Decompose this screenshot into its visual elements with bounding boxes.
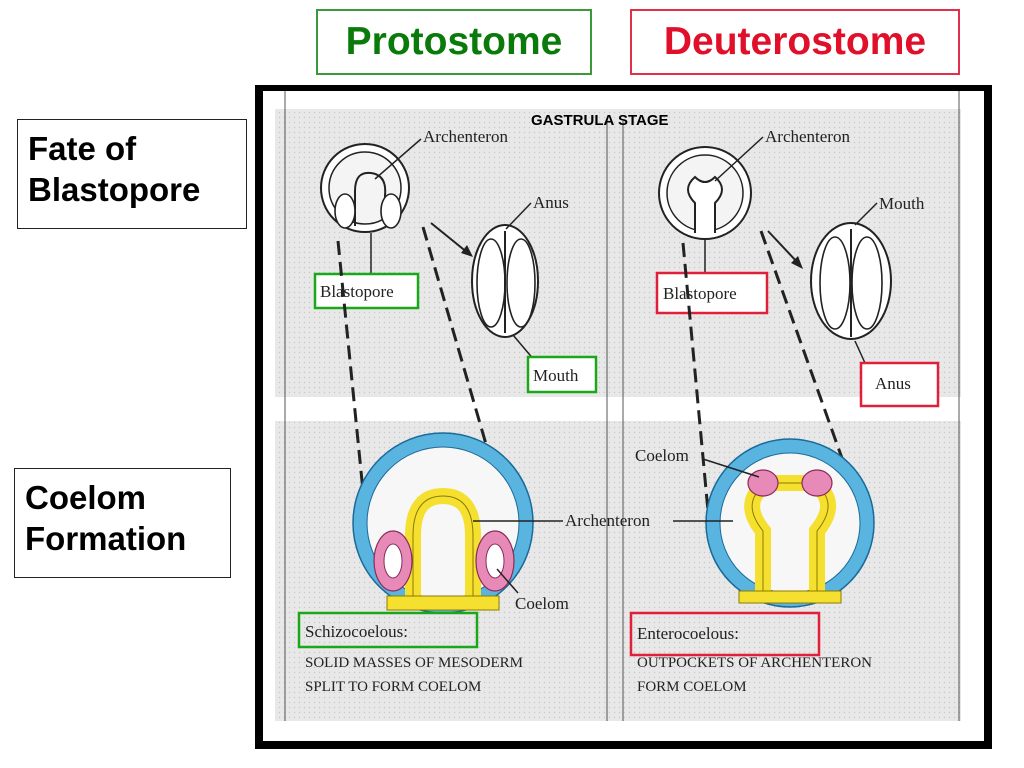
deut-caption-line2: FORM COELOM [637,679,747,695]
fate-line2: Blastopore [28,171,201,208]
protostome-header: Protostome [316,9,592,75]
proto-blastopore-label: Blastopore [320,282,394,301]
proto-mouth-label: Mouth [533,366,579,385]
proto-anus-label: Anus [533,193,569,212]
deut-anus-label: Anus [875,374,911,393]
deut-caption: Enterocoelous: OUTPOCKETS OF ARCHENTERON… [629,611,872,695]
proto-caption-title: Schizocoelous: [305,622,408,641]
proto-blastopore-box: Blastopore [313,272,420,310]
proto-caption-line1: SOLID MASSES OF MESODERM [305,655,523,671]
coelom-formation-label: Coelom Formation [14,468,231,578]
deut-larva [810,222,892,340]
fate-line1: Fate of [28,130,137,167]
deut-anus-box: Anus [859,361,940,408]
deut-blastopore-label: Blastopore [663,284,737,303]
proto-archenteron-center-label: Archenteron [565,511,650,530]
figure-svg: GASTRULA STAGE Archenteron Blastopore An… [263,91,984,741]
deut-archenteron-label: Archenteron [765,127,850,146]
coelom-line1: Coelom [25,479,147,516]
fate-of-blastopore-label: Fate of Blastopore [17,119,247,229]
proto-coelom-label: Coelom [515,594,569,613]
proto-coelom-embryo [352,432,534,614]
proto-mouth-box: Mouth [526,355,598,394]
proto-archenteron-label: Archenteron [423,127,508,146]
proto-gastrula [320,143,410,233]
deut-coelom-embryo [705,438,875,608]
deut-blastopore-box: Blastopore [655,271,769,315]
proto-larva [471,224,539,338]
proto-caption-line2: SPLIT TO FORM COELOM [305,679,481,695]
deut-mouth-label: Mouth [879,194,925,213]
proto-caption: Schizocoelous: SOLID MASSES OF MESODERM … [297,611,523,695]
deut-gastrula [658,146,752,240]
coelom-line2: Formation [25,520,187,557]
deuterostome-header: Deuterostome [630,9,960,75]
embryo-figure: GASTRULA STAGE Archenteron Blastopore An… [255,85,992,749]
deut-caption-title: Enterocoelous: [637,624,739,643]
gastrula-stage-title: GASTRULA STAGE [531,112,669,129]
deut-caption-line1: OUTPOCKETS OF ARCHENTERON [637,655,872,671]
deut-coelom-label: Coelom [635,446,689,465]
